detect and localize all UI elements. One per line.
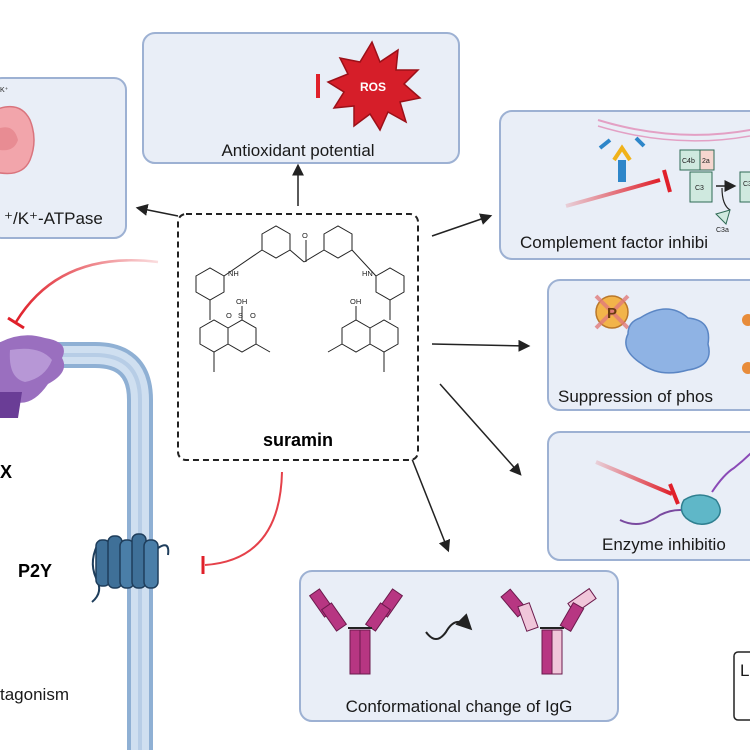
c3a-tag: C3a xyxy=(716,227,729,234)
igg-label: Conformational change of IgG xyxy=(346,697,573,716)
k-ion-label: K⁺ xyxy=(0,87,9,94)
p2x-receptor-icon xyxy=(0,335,65,418)
ros-badge: ROS xyxy=(360,80,386,94)
antioxidant-label: Antioxidant potential xyxy=(221,141,374,160)
igg-panel: Conformational change of IgG xyxy=(299,570,619,722)
suramin-box: OH O S O NH HN OH O suramin xyxy=(177,213,419,461)
enzyme-label: Enzyme inhibitio xyxy=(602,535,726,554)
arrow-to-complement xyxy=(431,213,493,237)
legend-box: L xyxy=(733,651,750,721)
arrow-to-igg xyxy=(409,453,451,553)
arrow-to-enzyme xyxy=(439,383,522,476)
chem-oh-2: OH xyxy=(350,297,361,306)
atpase-label: ⁺/K⁺-ATPase xyxy=(4,209,103,228)
suramin-label: suramin xyxy=(263,430,333,450)
chem-hn-1: HN xyxy=(362,269,373,278)
enzyme-icon xyxy=(680,494,721,525)
igg-altered-icon xyxy=(500,587,597,675)
inhibit-p2y-arrow xyxy=(201,471,283,574)
p2x-label: X xyxy=(0,462,12,482)
p2y-label: P2Y xyxy=(18,561,52,581)
phospho-label: Suppression of phos xyxy=(558,387,713,406)
c4b-tag: C4b xyxy=(682,158,695,165)
legend-label: L xyxy=(740,661,749,680)
antioxidant-panel: ROS Antioxidant potential xyxy=(142,32,460,164)
c3-tag-right: C3 xyxy=(743,181,750,188)
complement-label: Complement factor inhibi xyxy=(520,233,708,252)
protein-blob-icon xyxy=(625,308,710,374)
connector-arrows xyxy=(135,163,531,553)
c2a-tag: 2a xyxy=(702,158,710,165)
chem-s-1: S xyxy=(238,311,243,320)
enzyme-panel: Enzyme inhibitio xyxy=(547,431,750,561)
phospho-badge-icon: P xyxy=(594,294,630,330)
arrow-to-atpase xyxy=(135,203,179,217)
complement-c4b2a-icon: C4b 2a C3 C3 C3a xyxy=(679,149,750,234)
arrow-to-phospho xyxy=(431,339,531,352)
cell-membrane xyxy=(0,342,153,750)
ros-star-icon xyxy=(326,40,422,132)
igg-antibody-icon xyxy=(308,588,404,675)
dna-strand-icon xyxy=(711,452,750,493)
phospho-panel: P Suppression of phos xyxy=(547,279,750,411)
chem-o-1: O xyxy=(226,311,232,320)
chem-nh-1: NH xyxy=(228,269,239,278)
antibody-small-icon xyxy=(598,136,646,182)
chem-oh-1: OH xyxy=(236,297,247,306)
p2y-receptor-icon xyxy=(91,533,170,603)
complement-panel: C4b 2a C3 C3 C3a Complement factor inhib… xyxy=(499,110,750,260)
chem-o-3: O xyxy=(302,231,308,240)
atpase-panel: K⁺ ⁺/K⁺-ATPase xyxy=(0,77,127,239)
c3-tag: C3 xyxy=(695,185,704,192)
chem-o-2: O xyxy=(250,311,256,320)
suramin-structure xyxy=(195,225,405,372)
inhibit-p2x-arrow xyxy=(7,259,159,330)
phospho-p-label: P xyxy=(607,305,617,322)
antagonism-label: tagonism xyxy=(0,685,69,704)
